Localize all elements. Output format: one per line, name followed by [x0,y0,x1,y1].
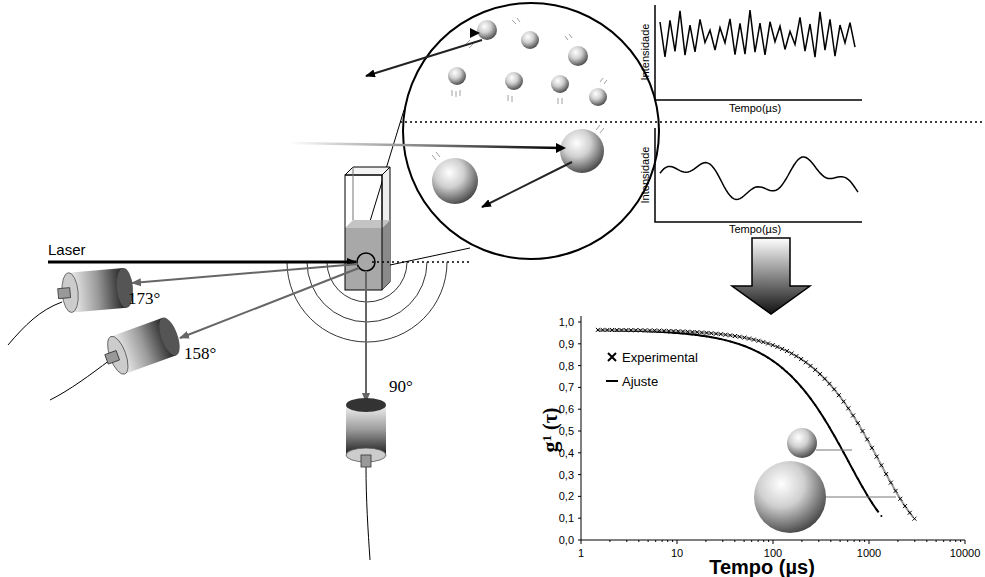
tick-label: 0,8 [559,360,574,371]
detector [346,398,386,560]
axis-ticks [578,322,965,544]
tick-label: 0,1 [559,513,574,524]
axis-label: Tempo(µs) [729,103,781,114]
zoom-circle [403,3,659,259]
angle-label: 173° [128,290,160,307]
tick-label: 0,9 [559,338,574,349]
axis-title: Tempo (µs) [709,557,815,577]
arrow-head [556,143,566,153]
intensity-traces [660,10,858,199]
angle-label: 158° [184,345,216,362]
detection-beam [365,271,367,402]
tick-label: 0,3 [559,469,574,480]
detector [8,267,135,345]
tick-label: 0,2 [559,491,574,502]
intensity-axes [655,5,862,222]
large-particles [432,125,604,204]
small-particles [448,18,607,106]
beam-label: Laser [48,242,86,257]
tick-label: 10000 [950,548,981,559]
beam-axis [372,261,470,263]
small-particle-icon [787,428,817,458]
tick-label: 0,7 [559,382,574,393]
tick-label: 1000 [857,548,881,559]
axis-label: Tempo(µs) [729,224,781,235]
detector [50,315,184,400]
chart-axes [581,316,965,540]
legend-line-sample [606,380,618,382]
leader-line [816,450,852,451]
arrow-head [470,28,480,38]
legend-marker-sample [608,353,616,361]
tick-label: 1 [578,548,584,559]
incident-beam [190,32,477,35]
axis-title-part: g [537,442,562,453]
scattered-beam [482,162,572,207]
tick-label: 1,0 [559,317,574,328]
angle-label: 90° [389,378,413,395]
detection-beam [180,268,359,338]
legend-text: Experimental [622,351,698,364]
tick-label: 0,0 [559,535,574,546]
divider-line [400,121,985,123]
axis-title: g1 (τ) [539,407,561,452]
tick-label: 10 [671,548,683,559]
large-particle-icon [754,461,826,533]
legend-text: Ajuste [622,375,658,388]
axis-title-part: (τ) [539,407,561,430]
process-arrow [732,238,810,314]
scattered-beam [366,40,482,76]
scattering-volume [357,253,375,271]
incident-beam [290,143,562,148]
axis-label: Intensidade [640,147,651,204]
detection-beam [132,264,358,283]
axis-label: Intensidade [640,24,651,81]
axis-title-part: 1 [539,435,554,442]
laser-beam [48,261,356,264]
leader-line [826,497,896,498]
